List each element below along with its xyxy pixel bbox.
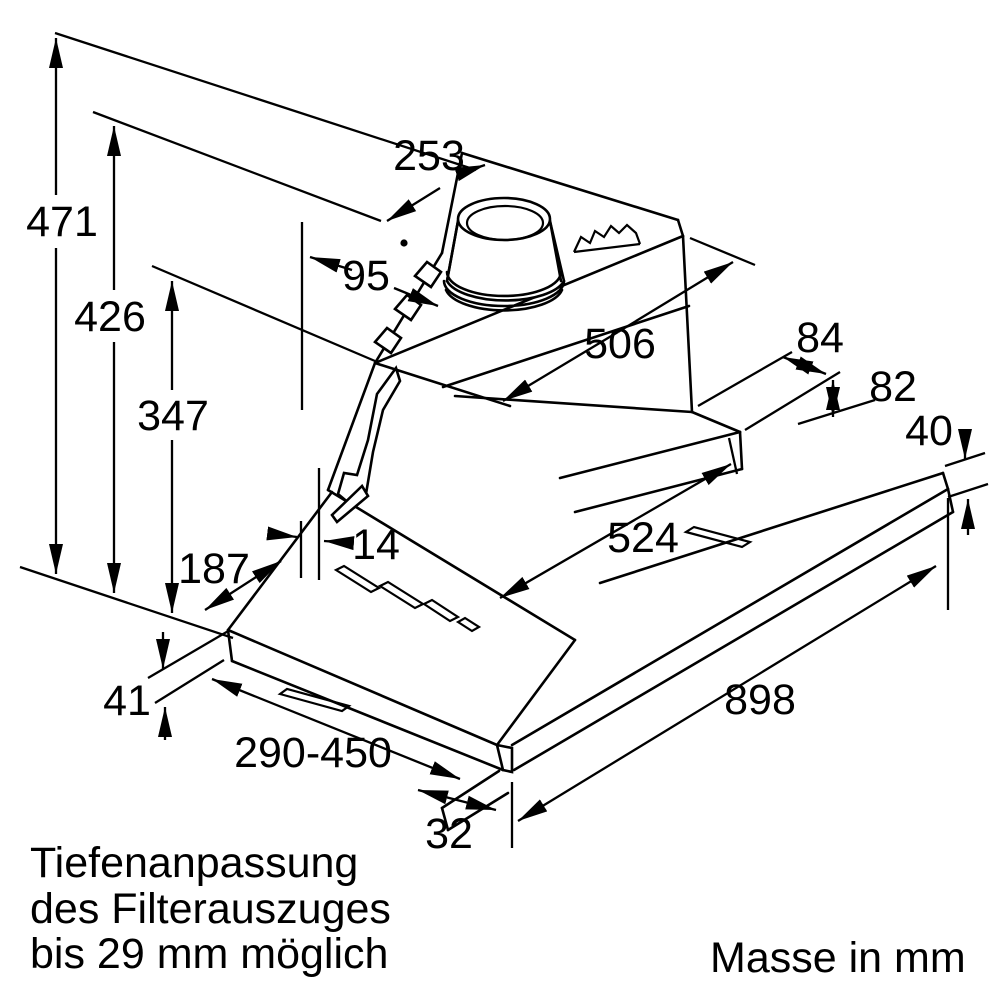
dim-426-label: 426 — [74, 293, 146, 341]
dim-82-label: 82 — [869, 363, 917, 411]
dim-253-label: 253 — [393, 132, 465, 180]
dim-84-label: 84 — [796, 314, 844, 362]
caption-line-2: des Filterauszuges — [30, 885, 391, 933]
dim-506-label: 506 — [584, 320, 656, 368]
dim-187-label: 187 — [178, 545, 250, 593]
dim-524-label: 524 — [607, 514, 679, 562]
caption-line-1: Tiefenanpassung — [30, 839, 358, 887]
dim-95-label: 95 — [342, 252, 390, 300]
caption-line-3: bis 29 mm möglich — [30, 930, 388, 978]
duct-collar — [442, 196, 642, 312]
dim-14-label: 14 — [352, 521, 400, 569]
dim-41-label: 41 — [103, 677, 151, 725]
dim-40-label: 40 — [905, 407, 953, 455]
dim-347-label: 347 — [137, 392, 209, 440]
dim-898-label: 898 — [724, 676, 796, 724]
spring-clips — [330, 260, 443, 524]
extension-lines — [19, 31, 989, 848]
mounting-rail — [440, 471, 955, 832]
dim-471-label: 471 — [26, 198, 98, 246]
unit-note: Masse in mm — [710, 934, 966, 982]
dim-32-label: 32 — [425, 810, 473, 858]
dim-290-450-label: 290-450 — [234, 729, 392, 777]
dimension-lines — [49, 38, 975, 822]
